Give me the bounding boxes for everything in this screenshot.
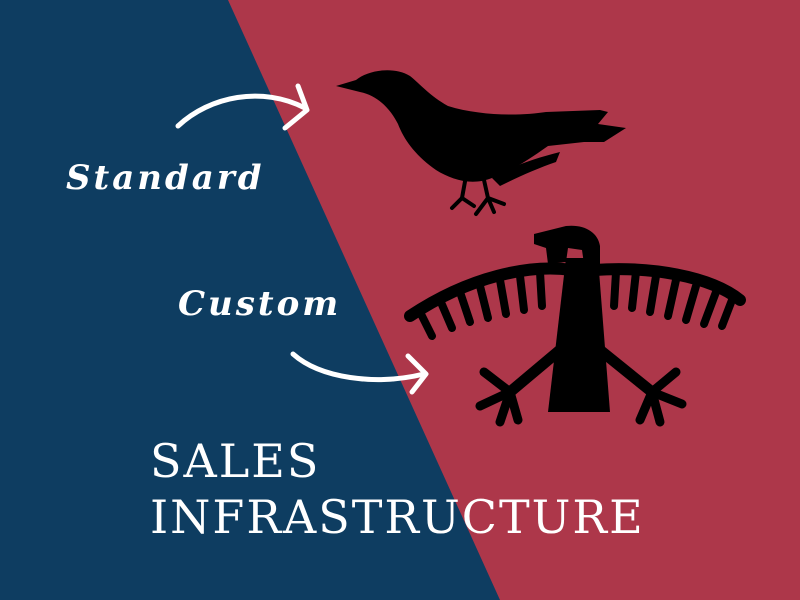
curved-arrow-icon	[290, 351, 429, 395]
title-line-1: SALES	[150, 434, 321, 488]
title-line-2: INFRASTRUCTURE	[150, 490, 645, 544]
curved-arrow-icon	[175, 83, 310, 131]
left-panel	[0, 0, 500, 600]
bird-silhouette-icon	[336, 70, 626, 216]
label-custom: Custom	[178, 284, 342, 324]
thunderbird-glyph-icon	[404, 225, 746, 427]
label-standard: Standard	[66, 158, 265, 198]
